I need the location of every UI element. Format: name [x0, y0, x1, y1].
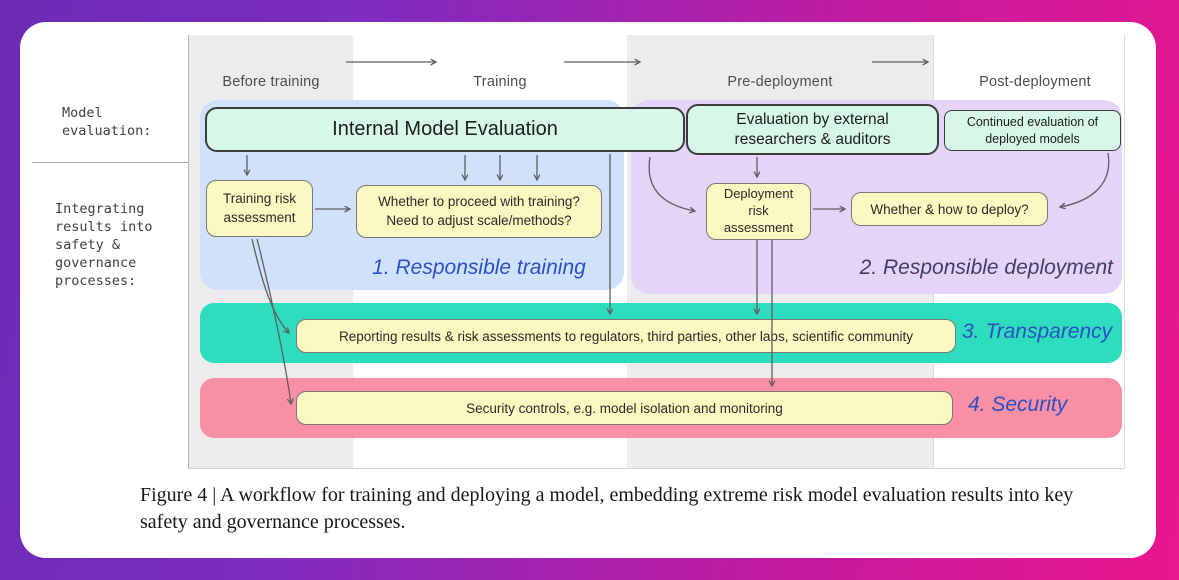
reporting-box: Reporting results & risk assessments to … [296, 319, 956, 353]
external-evaluation-box: Evaluation by external researchers & aud… [686, 104, 939, 155]
training-risk-assessment-box: Training risk assessment [206, 180, 313, 237]
row-label-integration: Integrating results into safety & govern… [55, 201, 153, 289]
divider-vertical-left [188, 35, 189, 468]
figure-caption: Figure 4 | A workflow for training and d… [140, 484, 1074, 533]
divider-row-labels [32, 162, 188, 163]
label-security: 4. Security [968, 393, 1068, 416]
label-responsible-deployment: 2. Responsible deployment [859, 256, 1113, 279]
divider-vertical-right [1124, 35, 1125, 468]
row-label-model-evaluation: Model evaluation: [62, 105, 152, 139]
label-responsible-training: 1. Responsible training [372, 256, 586, 279]
label-transparency: 3. Transparency [962, 320, 1113, 343]
stage-label-before-training: Before training [222, 74, 320, 90]
divider-horizontal-bottom [188, 468, 1125, 469]
stage-label-pre-deployment: Pre-deployment [727, 74, 833, 90]
deployment-risk-assessment-box: Deployment risk assessment [706, 183, 811, 240]
security-controls-box: Security controls, e.g. model isolation … [296, 391, 953, 425]
internal-model-evaluation-box: Internal Model Evaluation [205, 107, 685, 152]
proceed-with-training-box: Whether to proceed with training? Need t… [356, 185, 602, 238]
how-to-deploy-box: Whether & how to deploy? [851, 192, 1048, 226]
stage-label-training: Training [473, 74, 527, 90]
continued-evaluation-box: Continued evaluation of deployed models [944, 110, 1121, 151]
stage-label-post-deployment: Post-deployment [979, 74, 1091, 90]
figure-card: Before training Training Pre-deployment … [20, 22, 1156, 558]
